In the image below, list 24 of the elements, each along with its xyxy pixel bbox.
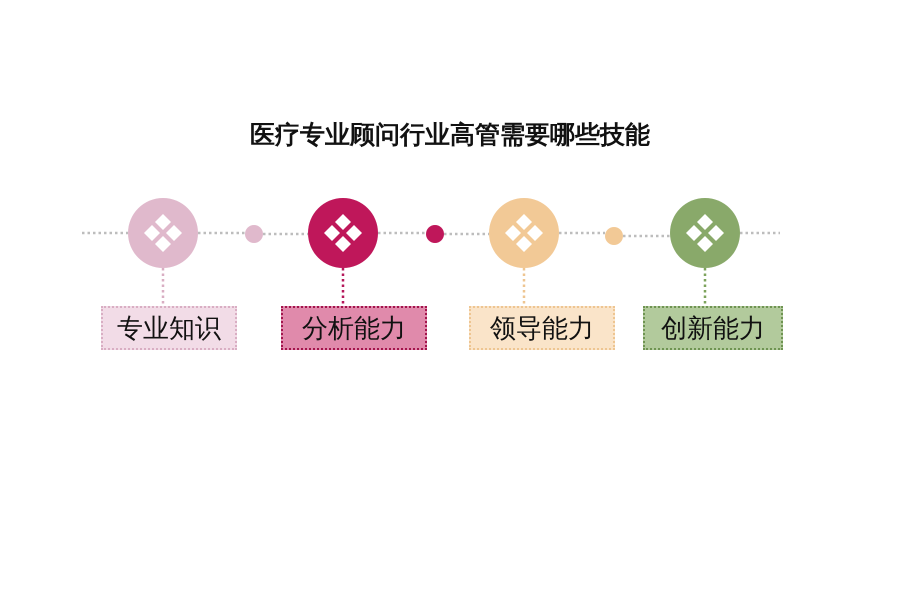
dotted-connector: [740, 232, 780, 234]
connector-dot: [426, 225, 444, 243]
dotted-connector: [82, 232, 128, 234]
skill-box: [469, 306, 615, 350]
dotted-connector: [623, 234, 670, 238]
skill-label: 创新能力: [661, 312, 765, 344]
skill-label: 领导能力: [490, 312, 594, 344]
dotted-connector: [522, 268, 526, 306]
connector-dot: [605, 227, 623, 245]
skill-box: [101, 306, 237, 350]
skill-label: 专业知识: [117, 312, 221, 344]
dotted-connector: [559, 232, 605, 234]
connector-dot: [245, 225, 263, 243]
dotted-connector: [378, 232, 426, 234]
skill-box: [643, 306, 783, 350]
skill-label: 分析能力: [302, 312, 406, 344]
dotted-connector: [444, 232, 489, 236]
dotted-connector: [342, 268, 344, 306]
dotted-connector: [263, 232, 308, 236]
dotted-connector: [704, 268, 706, 306]
dotted-connector: [162, 268, 164, 306]
diagram-title: 医疗专业顾问行业高管需要哪些技能: [249, 120, 651, 151]
dotted-connector: [198, 232, 245, 234]
skill-box: [281, 306, 427, 350]
